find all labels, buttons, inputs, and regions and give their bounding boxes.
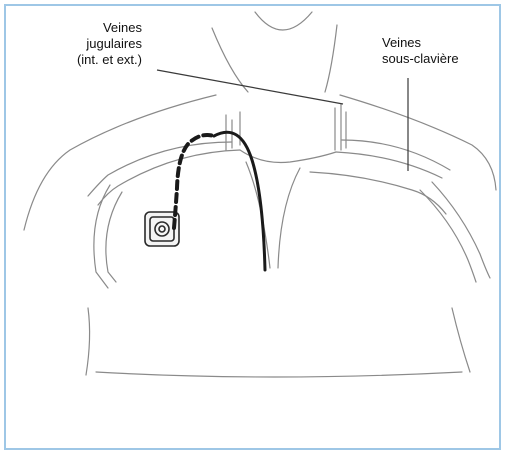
jugular-leader-line xyxy=(157,70,343,104)
subclavian-veins-label: Veines sous-clavière xyxy=(382,35,492,67)
sternum-arch xyxy=(240,150,336,163)
right-axilla-inner xyxy=(420,190,476,282)
vessel-right-outline xyxy=(335,104,346,150)
catheter-tunnel-dashed xyxy=(174,135,214,228)
right-axilla-outer xyxy=(432,182,490,278)
neck-left xyxy=(212,28,248,92)
torso-left xyxy=(86,308,90,375)
jugular-line-2: jugulaires xyxy=(32,36,142,52)
chin-outline xyxy=(255,12,312,30)
subclavian-line-2: sous-clavière xyxy=(382,51,492,67)
chest-contour-right-outer xyxy=(310,172,446,214)
right-shoulder xyxy=(340,95,496,190)
right-clavicle-lower xyxy=(336,152,442,178)
left-axilla-inner xyxy=(106,192,122,282)
chest-contour-right xyxy=(278,168,300,268)
catheter-intravascular xyxy=(214,132,265,270)
neck-right xyxy=(325,25,337,92)
torso-lower xyxy=(96,372,462,377)
left-shoulder xyxy=(24,95,216,230)
jugular-line-1: Veines xyxy=(32,20,142,36)
jugular-veins-label: Veines jugulaires (int. et ext.) xyxy=(32,20,142,68)
jugular-line-3: (int. et ext.) xyxy=(32,52,142,68)
right-clavicle-upper xyxy=(342,140,450,170)
torso-right xyxy=(452,308,470,372)
left-clavicle-upper xyxy=(88,142,232,196)
subclavian-line-1: Veines xyxy=(382,35,492,51)
left-axilla-outer xyxy=(94,185,110,288)
